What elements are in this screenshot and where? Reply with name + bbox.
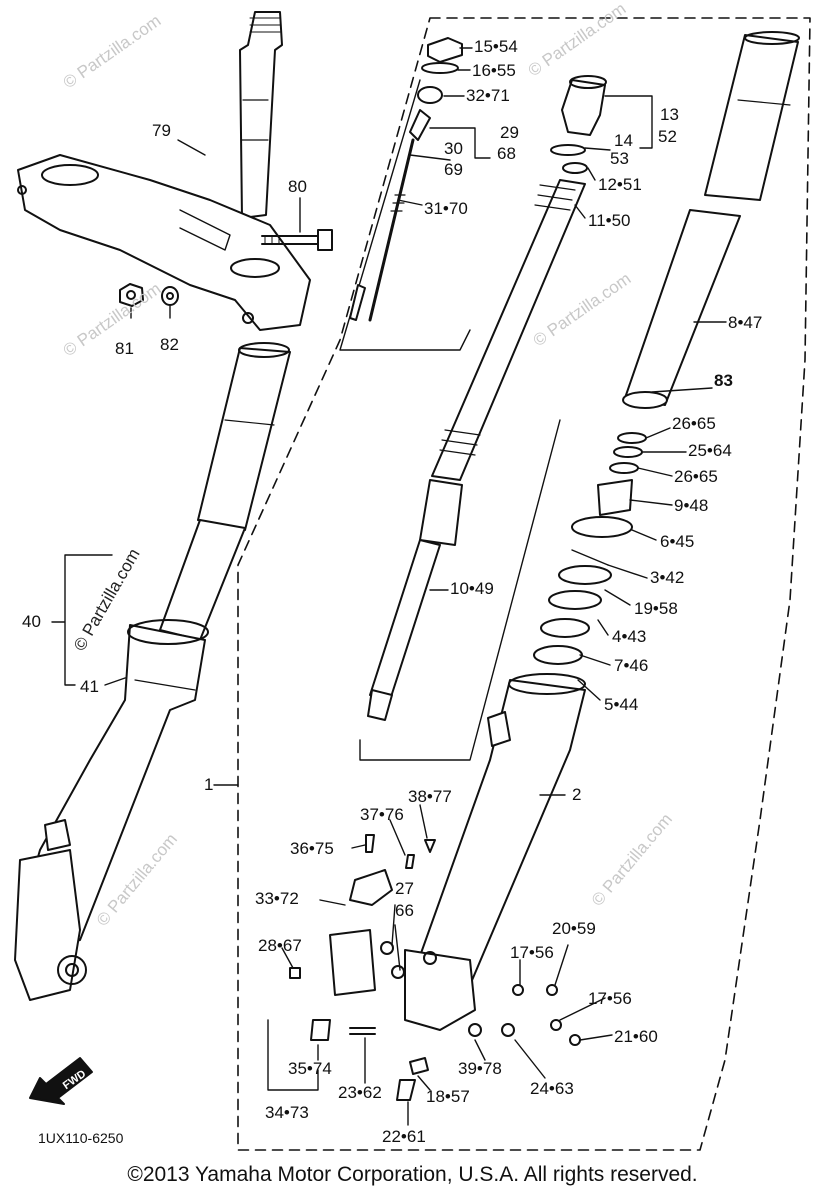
damper-group-bracket <box>339 79 471 351</box>
leader-lines <box>51 47 727 1126</box>
callout-24-63: 24•63 <box>530 1079 574 1098</box>
callout-19-58: 19•58 <box>634 599 678 618</box>
callout-18-57: 18•57 <box>426 1087 470 1106</box>
callout-79: 79 <box>152 121 171 140</box>
seal-stack <box>533 432 647 665</box>
damper-cap-parts <box>349 37 463 322</box>
callout-1: 1 <box>204 775 214 794</box>
fwd-arrow <box>29 1057 93 1105</box>
callout-28-67: 28•67 <box>258 936 302 955</box>
callout-33-72: 33•72 <box>255 889 299 908</box>
callout-20-59: 20•59 <box>552 919 596 938</box>
washer-82 <box>161 286 179 306</box>
callout-22-61: 22•61 <box>382 1127 426 1146</box>
callout-32-71: 32•71 <box>466 86 510 105</box>
callout-23-62: 23•62 <box>338 1083 382 1102</box>
callout-35-74: 35•74 <box>288 1059 332 1078</box>
pinch-bolt <box>261 229 333 251</box>
damper-rod-bracket <box>359 419 561 761</box>
callout-69: 69 <box>444 160 463 179</box>
callout-17-56-lower: 17•56 <box>588 989 632 1008</box>
callout-81: 81 <box>115 339 134 358</box>
callout-14: 14 <box>614 131 633 150</box>
callout-4-43: 4•43 <box>612 627 647 646</box>
callout-25-64: 25•64 <box>688 441 732 460</box>
callout-30: 30 <box>444 139 463 158</box>
damper-rod <box>367 179 586 721</box>
callout-34-73: 34•73 <box>265 1103 309 1122</box>
callout-3-42: 3•42 <box>650 568 685 587</box>
callout-10-49: 10•49 <box>450 579 494 598</box>
callout-68: 68 <box>497 144 516 163</box>
callout-27: 27 <box>395 879 414 898</box>
callout-17-56-upper: 17•56 <box>510 943 554 962</box>
callout-83: 83 <box>714 371 733 390</box>
callout-38-77: 38•77 <box>408 787 452 806</box>
callout-53: 53 <box>610 149 629 168</box>
callout-31-70: 31•70 <box>424 199 468 218</box>
callout-41: 41 <box>80 677 99 696</box>
callout-12-51: 12•51 <box>598 175 642 194</box>
steering-stem <box>239 11 283 219</box>
callout-6-45: 6•45 <box>660 532 695 551</box>
callout-26-65-lower: 26•65 <box>674 467 718 486</box>
callout-37-76: 37•76 <box>360 805 404 824</box>
callout-8-47: 8•47 <box>728 313 763 332</box>
callout-29: 29 <box>500 123 519 142</box>
callout-16-55: 16•55 <box>472 61 516 80</box>
callout-11-50: 11•50 <box>588 211 631 230</box>
callout-13: 13 <box>660 105 679 124</box>
callout-5-44: 5•44 <box>604 695 639 714</box>
callout-7-46: 7•46 <box>614 656 649 675</box>
callout-21-60: 21•60 <box>614 1027 658 1046</box>
callout-40: 40 <box>22 612 41 631</box>
callout-36-75: 36•75 <box>290 839 334 858</box>
callout-9-48: 9•48 <box>674 496 709 515</box>
under-bracket <box>17 154 311 331</box>
copyright-notice: ©2013 Yamaha Motor Corporation, U.S.A. A… <box>127 1163 698 1186</box>
callout-15-54: 15•54 <box>474 37 518 56</box>
fork-cap-bolt <box>550 75 607 174</box>
assembled-fork <box>14 342 291 1001</box>
outer-fork-tube <box>404 673 586 1031</box>
nut-81 <box>119 283 144 307</box>
callout-82: 82 <box>160 335 179 354</box>
callout-66: 66 <box>395 901 414 920</box>
callout-39-78: 39•78 <box>458 1059 502 1078</box>
callout-26-65-upper: 26•65 <box>672 414 716 433</box>
callout-52: 52 <box>658 127 677 146</box>
axle-holder-parts <box>289 834 581 1101</box>
drawing-code: 1UX110-6250 <box>38 1130 124 1146</box>
inner-fork-tube <box>622 31 800 409</box>
callout-2: 2 <box>572 785 582 804</box>
callout-80: 80 <box>288 177 307 196</box>
